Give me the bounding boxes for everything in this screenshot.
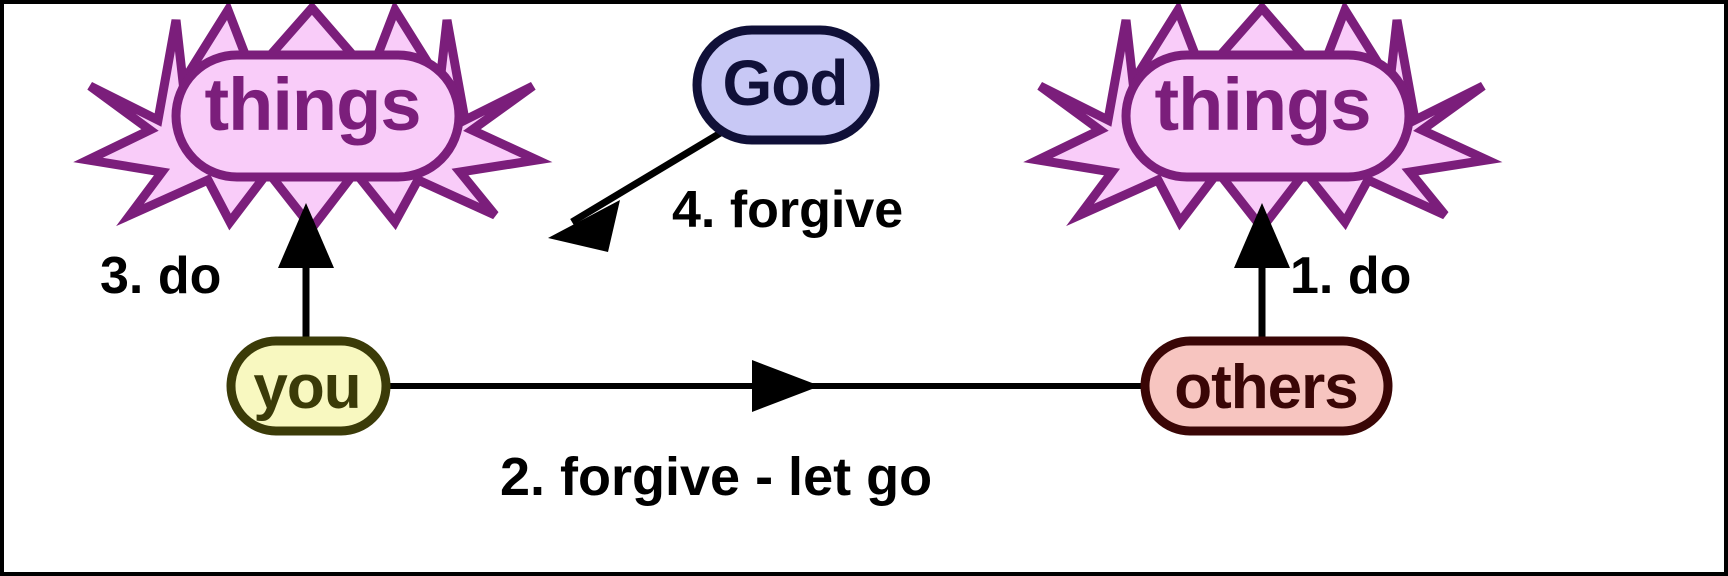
edge-3-do-arrow[interactable] xyxy=(278,203,334,350)
edge-2-forgive-arrow[interactable] xyxy=(386,360,1145,412)
edge-label-1-do: 1. do xyxy=(1290,247,1412,305)
node-things-right[interactable] xyxy=(1023,0,1503,236)
node-things-left[interactable] xyxy=(73,0,553,236)
node-others[interactable] xyxy=(1140,336,1393,436)
edge-1-arrowhead xyxy=(1234,203,1290,268)
others-capsule-shape xyxy=(1140,336,1393,436)
capsule-shape-left xyxy=(171,50,464,182)
edge-label-3-do: 3. do xyxy=(100,247,222,305)
edge-1-do-arrow[interactable] xyxy=(1234,203,1290,350)
node-god[interactable] xyxy=(692,25,880,145)
edge-4-line xyxy=(570,128,724,226)
edge-label-2-forgive-let-go: 2. forgive - let go xyxy=(500,447,933,507)
god-capsule-shape xyxy=(692,25,880,145)
edge-3-arrowhead xyxy=(278,203,334,268)
capsule-shape-right xyxy=(1121,50,1414,182)
you-capsule-shape xyxy=(226,336,391,436)
edge-4-forgive-arrow[interactable] xyxy=(548,128,724,252)
node-you[interactable] xyxy=(226,336,391,436)
edge-2-arrowhead xyxy=(752,360,820,412)
edge-label-4-forgive: 4. forgive xyxy=(672,181,904,239)
edge-4-arrowhead xyxy=(548,200,620,252)
